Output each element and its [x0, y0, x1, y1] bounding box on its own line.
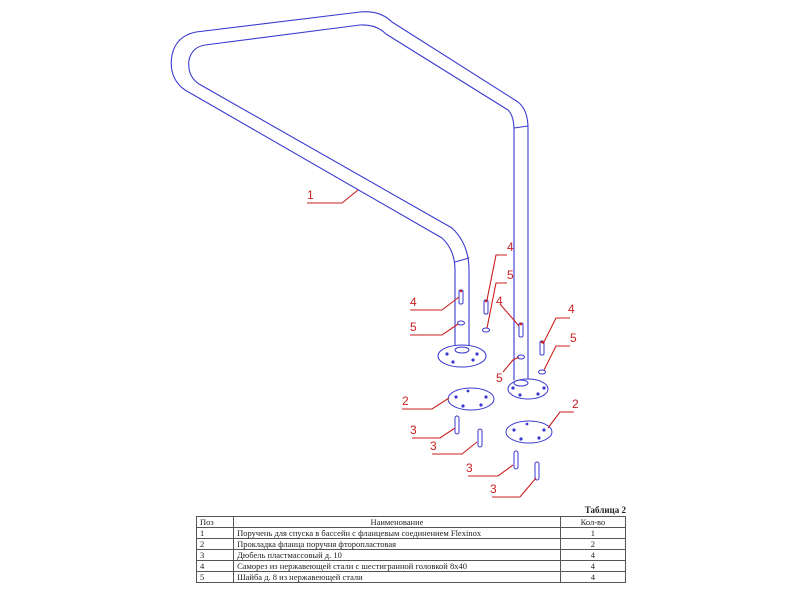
callout-4-mid: 4 — [496, 294, 503, 308]
washer-left — [457, 320, 465, 326]
dowel-d — [534, 461, 540, 481]
screw-mid — [518, 322, 524, 338]
callout-1: 1 — [307, 188, 314, 202]
table-row: 5 Шайба д. 8 из нержавеющей стали 4 — [195, 571, 627, 583]
dowel-b — [477, 428, 483, 448]
cell-name: Прокладка фланца поручня фторопластовая — [233, 538, 561, 550]
cell-qty: 4 — [559, 571, 627, 583]
callout-5-left: 5 — [410, 320, 417, 334]
callout-3-c: 3 — [466, 461, 473, 475]
leader-lines — [307, 189, 574, 498]
callout-5-right: 5 — [570, 331, 577, 345]
cell-pos: 4 — [195, 560, 235, 572]
callout-4-left: 4 — [410, 295, 417, 309]
washer-mid-top — [482, 327, 490, 333]
cell-qty: 4 — [559, 560, 627, 572]
table-row: 4 Саморез из нержавеющей стали с шестигр… — [195, 560, 627, 572]
dowel-c — [513, 450, 519, 470]
table-row: 2 Прокладка фланца поручня фторопластова… — [195, 538, 627, 550]
header-qty: Кол-во — [559, 516, 627, 528]
assembly-drawing: 1 4 5 4 5 4 5 4 5 2 2 3 3 3 3 — [170, 11, 579, 498]
dowel-a — [454, 415, 460, 435]
callout-5-mid-top: 5 — [507, 268, 514, 282]
cell-pos: 5 — [195, 571, 235, 583]
callout-3-a: 3 — [410, 423, 417, 437]
table-row: 3 Дюбель пластмассовый д. 10 4 — [195, 549, 627, 561]
gasket-right — [505, 420, 553, 444]
gasket-left — [447, 387, 495, 411]
table-row: 1 Поручень для спуска в бассейн с фланце… — [195, 527, 627, 539]
washer-mid — [517, 354, 525, 360]
cell-qty: 2 — [559, 538, 627, 550]
cell-pos: 3 — [195, 549, 235, 561]
header-name: Наименование — [233, 516, 561, 528]
callouts: 1 4 5 4 5 4 5 4 5 2 2 3 3 3 3 — [307, 188, 579, 496]
cell-name: Саморез из нержавеющей стали с шестигран… — [233, 560, 561, 572]
cell-pos: 2 — [195, 538, 235, 550]
cell-pos: 1 — [195, 527, 235, 539]
cell-name: Шайба д. 8 из нержавеющей стали — [233, 571, 561, 583]
screw-mid-top — [483, 299, 489, 315]
screw-left — [458, 289, 464, 305]
callout-4-right: 4 — [568, 302, 575, 316]
cell-qty: 4 — [559, 549, 627, 561]
cell-name: Поручень для спуска в бассейн с фланцевы… — [233, 527, 561, 539]
washer-right — [538, 369, 546, 375]
flange-right — [507, 378, 549, 400]
parts-table: Поз Наименование Кол-во 1 Поручень для с… — [195, 516, 627, 583]
callout-4-mid-top: 4 — [507, 240, 514, 254]
header-pos: Поз — [195, 516, 235, 528]
flange-left — [437, 344, 487, 368]
screw-right — [539, 340, 545, 356]
table-header-row: Поз Наименование Кол-во — [195, 516, 627, 528]
cell-qty: 1 — [559, 527, 627, 539]
callout-3-d: 3 — [490, 482, 497, 496]
table-caption: Таблица 2 — [584, 505, 626, 515]
callout-2-left: 2 — [402, 394, 409, 408]
callout-3-b: 3 — [430, 439, 437, 453]
callout-5-mid: 5 — [496, 371, 503, 385]
callout-2-right: 2 — [572, 397, 579, 411]
handrail — [170, 11, 529, 381]
cell-name: Дюбель пластмассовый д. 10 — [233, 549, 561, 561]
